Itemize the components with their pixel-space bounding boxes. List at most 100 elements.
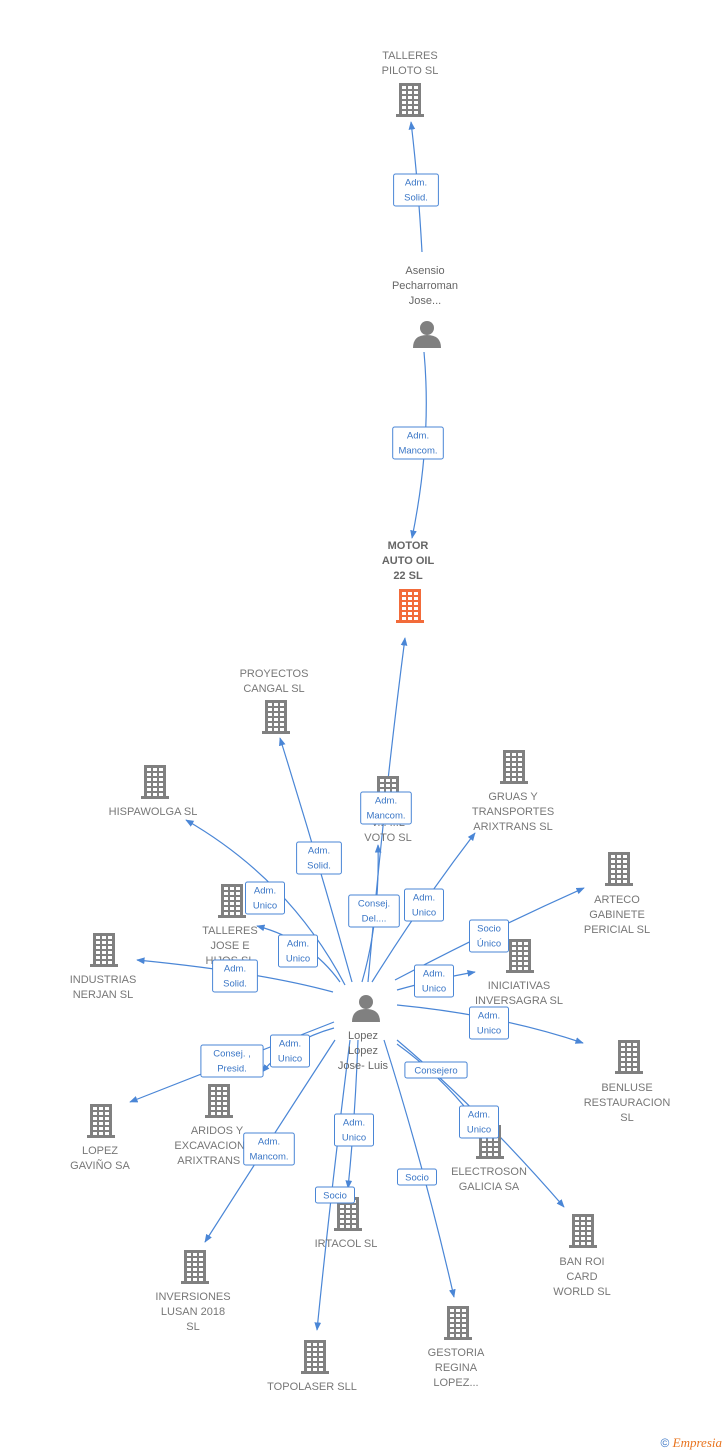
node-label: Jose... xyxy=(409,295,441,307)
building-window xyxy=(402,96,406,99)
edge-label-lopez-lopez-to-hispawolga[interactable]: Adm.Unico xyxy=(245,881,285,915)
person-icon[interactable] xyxy=(352,995,380,1022)
building-window xyxy=(319,1358,323,1361)
node-label: IRTACOL SL xyxy=(315,1238,378,1250)
edge-label-lopez-lopez-to-gestoria-regina[interactable]: Socio xyxy=(397,1168,437,1186)
building-window xyxy=(623,875,627,878)
building-base xyxy=(396,620,424,623)
company-icon[interactable] xyxy=(181,1250,209,1284)
building-window xyxy=(414,96,418,99)
building-window xyxy=(617,875,621,878)
building-window xyxy=(187,1268,191,1271)
building-window xyxy=(236,897,240,900)
edge-label-box xyxy=(393,173,439,207)
building-window xyxy=(108,941,112,944)
edge-label-asensio-to-talleres-piloto[interactable]: Adm.Solid. xyxy=(393,173,439,207)
edge-label-lopez-lopez-to-irtacol[interactable]: Adm.Unico xyxy=(334,1113,374,1147)
company-icon[interactable] xyxy=(615,1040,643,1074)
building-window xyxy=(414,617,418,620)
edge-label-box xyxy=(245,881,285,915)
focus-company-icon[interactable] xyxy=(396,589,424,623)
company-icon[interactable] xyxy=(205,1084,233,1118)
company-icon[interactable] xyxy=(396,83,424,117)
company-icon[interactable] xyxy=(141,765,169,799)
building-window xyxy=(346,1220,350,1223)
building-window xyxy=(575,1232,579,1235)
edge-label-lopez-lopez-to-aridos[interactable]: Adm.Unico xyxy=(270,1034,310,1068)
node-gestoria-regina[interactable]: GESTORIAREGINALOPEZ... xyxy=(428,1306,485,1389)
building-window xyxy=(147,773,151,776)
edge-label-lopez-lopez-to-topolaser[interactable]: Socio xyxy=(315,1186,355,1204)
building-window xyxy=(307,1353,311,1356)
building-window xyxy=(575,1242,579,1245)
edge-label-lopez-lopez-to-iniciativas[interactable]: Adm.Unico xyxy=(414,964,454,998)
node-label: LOPEZ xyxy=(82,1145,118,1157)
company-icon[interactable] xyxy=(569,1214,597,1248)
building-window xyxy=(346,1205,350,1208)
company-icon[interactable] xyxy=(262,700,290,734)
node-hispawolga[interactable]: HISPAWOLGA SL xyxy=(109,765,198,818)
edge-label-text: Adm. xyxy=(287,939,309,950)
building-window xyxy=(524,967,528,970)
brand-logo[interactable]: Empresia xyxy=(672,1435,722,1450)
building-window xyxy=(313,1343,317,1346)
company-icon[interactable] xyxy=(506,939,534,973)
edge-label-lopez-lopez-to-voto[interactable]: Consej.Del.... xyxy=(348,894,400,928)
building-window xyxy=(456,1314,460,1317)
edge-label-lopez-lopez-to-industrias-nerjan[interactable]: Adm.Solid. xyxy=(212,959,258,993)
building-window xyxy=(627,1043,631,1046)
building-window xyxy=(627,1053,631,1056)
edge-label-lopez-lopez-to-motor-auto-oil[interactable]: Adm.Mancom. xyxy=(360,791,412,825)
person-body xyxy=(413,335,441,348)
building-window xyxy=(153,793,157,796)
node-irtacol[interactable]: IRTACOL SL xyxy=(315,1197,378,1250)
edge-label-asensio-to-motor-auto-oil[interactable]: Adm.Mancom. xyxy=(392,426,444,460)
edge-label-lopez-lopez-to-gruas[interactable]: Adm.Unico xyxy=(404,888,444,922)
edge-label-lopez-lopez-to-inversiones-lusan[interactable]: Adm.Mancom. xyxy=(243,1132,295,1166)
building-window xyxy=(524,947,528,950)
building-base xyxy=(476,1156,504,1159)
person-icon[interactable] xyxy=(413,321,441,348)
company-icon[interactable] xyxy=(218,884,246,918)
building-base xyxy=(301,1371,329,1374)
company-icon[interactable] xyxy=(301,1340,329,1374)
node-label: Asensio xyxy=(405,265,444,277)
node-topolaser[interactable]: TOPOLASER SLL xyxy=(267,1340,357,1393)
edge-label-lopez-lopez-to-talleres-jose[interactable]: Adm.Unico xyxy=(278,934,318,968)
edge-label-lopez-lopez-to-lopez-gavino[interactable]: Consej. ,Presid. xyxy=(200,1044,264,1078)
edge-label-lopez-lopez-to-proyectos-cangal[interactable]: Adm.Solid. xyxy=(296,841,342,875)
building-window xyxy=(512,967,516,970)
building-window xyxy=(268,728,272,731)
company-icon[interactable] xyxy=(605,852,633,886)
company-icon[interactable] xyxy=(90,933,118,967)
edge-label-text: Presid. xyxy=(217,1064,247,1075)
building-window xyxy=(108,946,112,949)
edge-label-box xyxy=(360,791,412,825)
node-asensio[interactable]: AsensioPecharromanJose... xyxy=(392,265,458,348)
company-icon[interactable] xyxy=(444,1306,472,1340)
edge-label-lopez-lopez-to-ban-roi[interactable]: Adm.Unico xyxy=(459,1105,499,1139)
edge-label-lopez-lopez-to-benluse[interactable]: Adm.Unico xyxy=(469,1006,509,1040)
edge-label-lopez-lopez-to-electroson[interactable]: Consejero xyxy=(404,1061,468,1079)
building-window xyxy=(512,758,516,761)
company-icon[interactable] xyxy=(87,1104,115,1138)
building-window xyxy=(575,1217,579,1220)
node-label: GESTORIA xyxy=(428,1347,485,1359)
node-label: ARIXTRANS SL xyxy=(473,821,552,833)
company-icon[interactable] xyxy=(500,750,528,784)
building-window xyxy=(414,86,418,89)
